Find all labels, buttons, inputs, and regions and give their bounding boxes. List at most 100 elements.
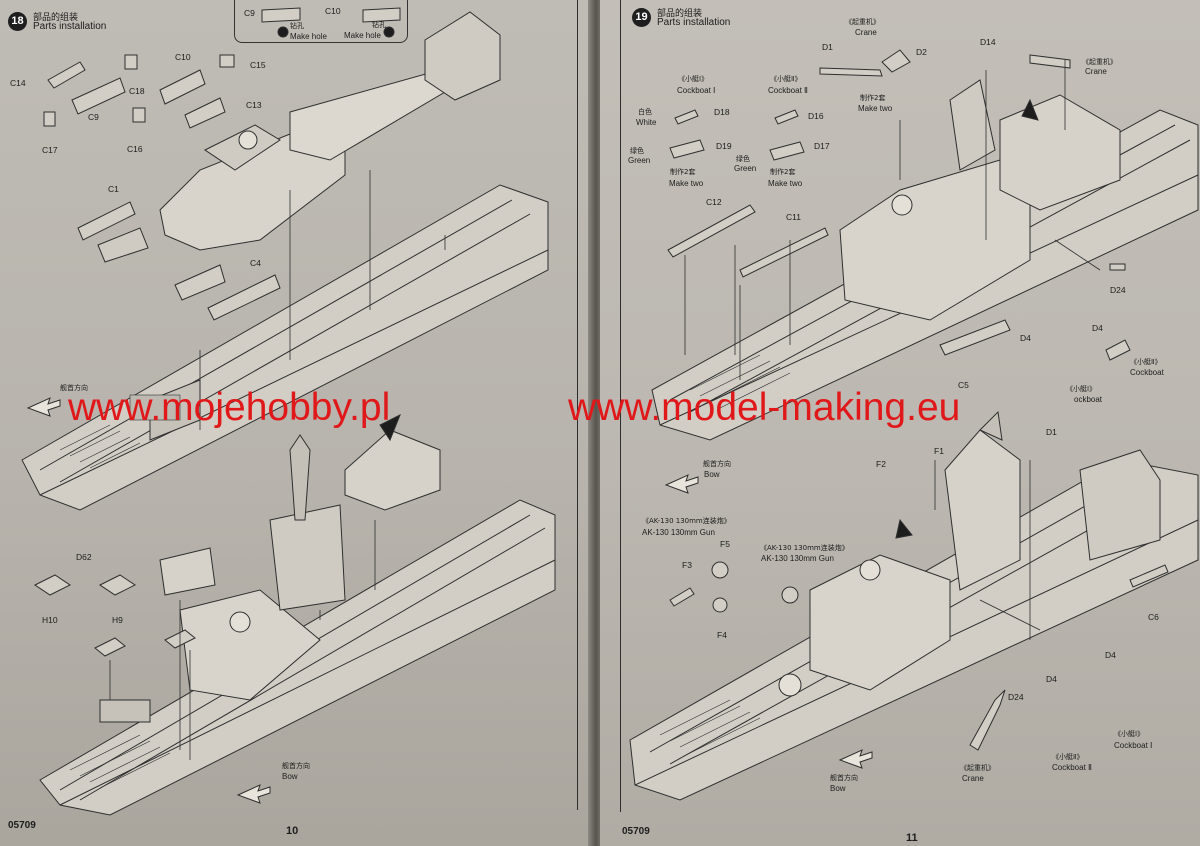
part-label-d2: D2 [916,47,927,57]
part-label-d14: D14 [980,37,996,47]
part-label-c18: C18 [129,86,145,96]
part-label-d4-b: D4 [1020,333,1031,343]
green-cn-1: 绿色 [630,147,644,155]
bow-direction-label-bottom-cn: 舰首方向 [282,762,310,770]
part-label-c15: C15 [250,60,266,70]
make-two-label-1: Make two [858,104,893,113]
part-label-c13: C13 [246,100,262,110]
make-two-cn-2: 制作2套 [670,168,696,176]
instruction-page-right: 19 部品的组装 Parts installation 《起重机》 Crane … [600,0,1200,846]
part-label-d11: D1 [1046,427,1057,437]
crane-bottom-cn: 《起重机》 [960,764,995,772]
cockboat-right-1-cn: 《小艇Ⅱ》 [1130,358,1162,366]
part-label-d16: D16 [808,111,824,121]
white-label: White [636,118,657,127]
cockboat-bottom-1-cn: 《小艇Ⅰ》 [1114,730,1145,738]
hull-drawing-step-18 [21,7,556,816]
part-label-d18: D18 [714,107,730,117]
cockboat-bottom-2-cn: 《小艇Ⅱ》 [1052,753,1084,761]
page-number-right: 11 [906,832,918,844]
gun-right-label: AK-130 130mm Gun [761,554,834,563]
drill-hole-cn-2: 钻孔 [372,21,386,29]
part-label-d24-top: D24 [1110,285,1126,295]
part-label-c17: C17 [42,145,58,155]
part-label-c10-inset: C10 [325,6,341,16]
part-label-d4-d: D4 [1105,650,1116,660]
part-label-f2: F2 [876,459,886,469]
watermark-model-making: www.model-making.eu [568,386,961,429]
page-frame-line [577,0,578,810]
part-label-c5: C5 [958,380,969,390]
make-two-cn-3: 制作2套 [770,168,796,176]
step-number-badge: 18 [8,12,27,31]
make-hole-label-1: Make hole [290,32,327,41]
cockboat-2-cn: 《小艇Ⅱ》 [770,75,802,83]
make-two-label-2: Make two [669,179,704,188]
step-number-badge: 19 [632,8,651,27]
part-label-f5: F5 [720,539,730,549]
step-header-en: Parts installation [33,21,107,32]
drill-hole-cn-1: 钻孔 [290,22,304,30]
cockboat-bottom-1-label: Cockboat Ⅰ [1114,741,1153,750]
bow-direction-bottom-cn: 舰首方向 [830,774,858,782]
kit-code-left: 05709 [8,820,36,831]
crane-right-label: Crane [1085,67,1107,76]
kit-code-right: 05709 [622,826,650,837]
crane-bottom-label: Crane [962,774,984,783]
gun-left-cn: 《AK-130 130mm连装炮》 [642,517,731,525]
make-hole-label-2: Make hole [344,31,381,40]
part-label-c11: C11 [786,212,801,222]
part-label-d4-c: D4 [1046,674,1057,684]
part-label-d17: D17 [814,141,830,151]
bow-direction-label-top-cn: 舰首方向 [60,384,88,392]
cockboat-1-cn: 《小艇Ⅰ》 [678,75,709,83]
green-label-1: Green [628,156,651,165]
part-label-h10: H10 [42,615,58,625]
make-two-cn-1: 制作2套 [860,94,886,102]
part-label-c9-inset: C9 [244,8,255,18]
bow-direction-top-label: Bow [704,470,720,479]
part-label-f3: F3 [682,560,692,570]
instruction-page-left: 18 部品的组装 Parts installation C9 C10 钻孔 钻孔… [0,0,592,846]
gun-right-cn: 《AK-130 130mm连装炮》 [760,544,849,552]
part-label-c9: C9 [88,112,99,122]
part-label-h9: H9 [112,615,123,625]
part-label-c6: C6 [1148,612,1159,622]
bow-direction-top-cn: 舰首方向 [703,460,731,468]
part-label-d19: D19 [716,141,732,151]
cockboat-right-1-label: Cockboat [1130,368,1164,377]
part-label-c12: C12 [706,197,722,207]
green-label-2: Green [734,164,757,173]
page-frame-line [620,0,621,812]
cockboat-1-label: Cockboat Ⅰ [677,86,716,95]
cockboat-2-label: Cockboat Ⅱ [768,86,808,95]
part-label-d62: D62 [76,552,92,562]
part-label-c14: C14 [10,78,26,88]
part-label-d24-bottom: D24 [1008,692,1024,702]
part-label-f1: F1 [934,446,944,456]
part-label-d1: D1 [822,42,833,52]
part-label-c4: C4 [250,258,261,268]
part-label-c1: C1 [108,184,119,194]
step-header-cn: 部品的组装 [657,9,703,19]
cockboat-right-2-cn: 《小艇Ⅰ》 [1066,385,1097,393]
hull-drawing-step-19 [629,49,1199,801]
step-header-cn: 部品的组装 [33,13,79,23]
white-cn: 白色 [638,108,652,116]
part-label-c10: C10 [175,52,191,62]
drill-hole-inset [234,0,408,43]
watermark-mojehobby: www.mojehobby.pl [68,386,391,429]
part-label-c16: C16 [127,144,143,154]
crane-top-label: Crane [855,28,877,37]
page-number-left: 10 [286,825,299,837]
green-cn-2: 绿色 [736,155,750,163]
crane-right-cn: 《起重机》 [1082,58,1117,66]
bow-direction-bottom-label: Bow [830,784,846,793]
make-two-label-3: Make two [768,179,803,188]
crane-top-cn: 《起重机》 [845,18,880,26]
bow-direction-label-bottom: Bow [282,772,298,781]
gun-left-label: AK-130 130mm Gun [642,528,715,537]
cockboat-bottom-2-label: Cockboat Ⅱ [1052,763,1092,772]
cockboat-right-2-label: ockboat [1074,395,1103,404]
